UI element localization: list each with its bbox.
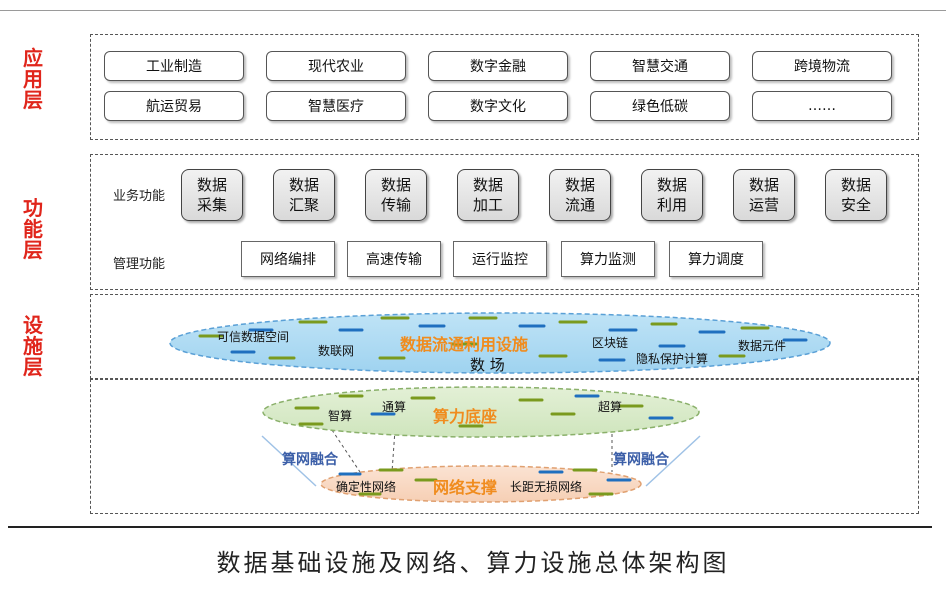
- business-function-item[interactable]: 数据利用: [641, 169, 703, 221]
- management-function-item[interactable]: 高速传输: [347, 241, 441, 277]
- business-function-item[interactable]: 数据加工: [457, 169, 519, 221]
- connector-line: [331, 429, 365, 479]
- network-support-title: 网络支撑: [433, 478, 498, 497]
- compute-type-label: 智算: [328, 409, 353, 423]
- compute-base-title: 算力底座: [433, 407, 498, 426]
- data-facility-panel: [90, 294, 919, 379]
- top-rule: [0, 10, 946, 11]
- figure-caption: 数据基础设施及网络、算力设施总体架构图: [216, 549, 730, 577]
- data-facility-title: 数据流通利用设施: [400, 335, 529, 354]
- management-function-label: 管理功能: [113, 257, 166, 272]
- compute-type-label: 通算: [382, 400, 407, 414]
- compute-network-panel: [90, 379, 919, 514]
- application-layer-label: 应用层: [23, 46, 43, 112]
- business-function-item[interactable]: 数据运营: [733, 169, 795, 221]
- data-facility-ellipse: [169, 312, 831, 374]
- network-type-label: 长距无损网络: [510, 480, 583, 494]
- connector-line: [261, 435, 317, 487]
- connector-line: [645, 435, 701, 487]
- data-facility-label: 区块链: [592, 336, 629, 350]
- business-function-item[interactable]: 数据采集: [181, 169, 243, 221]
- facility-layer-label: 设施层: [23, 313, 43, 379]
- data-facility-label: 可信数据空间: [217, 330, 290, 344]
- compute-type-label: 超算: [598, 400, 623, 414]
- data-facility-label: 隐私保护计算: [636, 352, 709, 366]
- network-support-dashes: [338, 468, 632, 496]
- app-item[interactable]: 数字金融: [428, 51, 568, 81]
- app-item[interactable]: 数字文化: [428, 91, 568, 121]
- app-item[interactable]: 智慧交通: [590, 51, 730, 81]
- business-function-item[interactable]: 数据传输: [365, 169, 427, 221]
- app-item[interactable]: 智慧医疗: [266, 91, 406, 121]
- business-function-item[interactable]: 数据汇聚: [273, 169, 335, 221]
- data-facility-label: 数据元件: [738, 339, 787, 353]
- app-item[interactable]: ……: [752, 91, 892, 121]
- data-facility-label: 数联网: [318, 344, 355, 358]
- app-item[interactable]: 工业制造: [104, 51, 244, 81]
- compute-base-dashes: [294, 394, 674, 428]
- management-function-item[interactable]: 网络编排: [241, 241, 335, 277]
- management-function-item[interactable]: 运行监控: [453, 241, 547, 277]
- management-function-item[interactable]: 算力监测: [561, 241, 655, 277]
- data-facility-dashes: [198, 316, 808, 362]
- app-item[interactable]: 绿色低碳: [590, 91, 730, 121]
- app-item[interactable]: 现代农业: [266, 51, 406, 81]
- network-type-label: 确定性网络: [336, 480, 397, 494]
- business-function-item[interactable]: 数据流通: [549, 169, 611, 221]
- connector-line: [391, 429, 396, 473]
- function-layer-label: 功能层: [23, 196, 43, 262]
- compute-base-ellipse: [262, 386, 700, 438]
- app-item[interactable]: 跨境物流: [752, 51, 892, 81]
- fusion-label-right: 算网融合: [613, 452, 669, 468]
- data-facility-subtitle: 数 场: [470, 356, 505, 374]
- management-function-item[interactable]: 算力调度: [669, 241, 763, 277]
- app-item[interactable]: 航运贸易: [104, 91, 244, 121]
- business-function-item[interactable]: 数据安全: [825, 169, 887, 221]
- bottom-rule: [8, 526, 932, 528]
- network-support-ellipse: [320, 465, 642, 503]
- fusion-label-left: 算网融合: [282, 452, 338, 468]
- function-layer-panel: 业务功能 数据采集 数据汇聚 数据传输 数据加工 数据流通 数据利用 数据运营 …: [90, 154, 919, 290]
- application-layer-panel: 工业制造 现代农业 数字金融 智慧交通 跨境物流 航运贸易 智慧医疗 数字文化 …: [90, 34, 919, 140]
- business-function-label: 业务功能: [113, 189, 166, 204]
